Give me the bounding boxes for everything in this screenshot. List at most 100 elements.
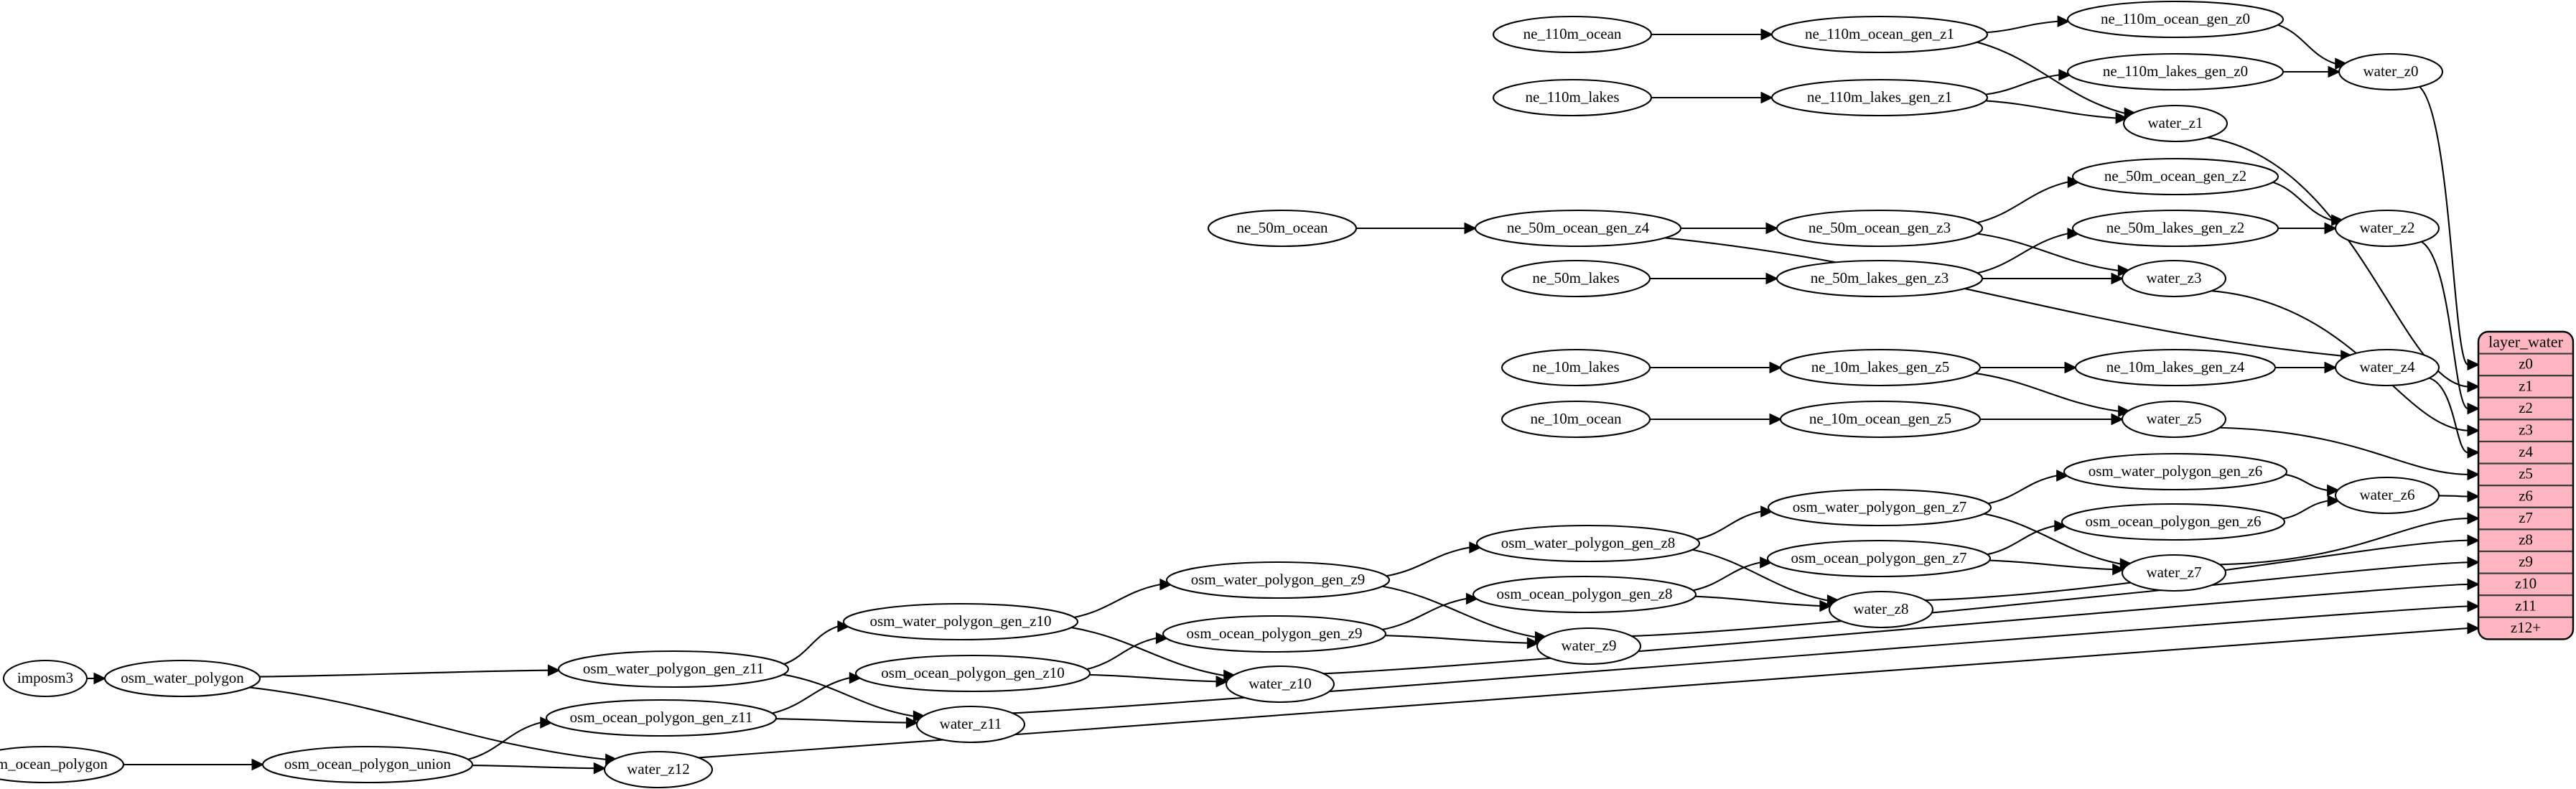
node-label-water_z9: water_z9 <box>1562 637 1617 654</box>
node-shape-water_z1 <box>2122 104 2229 143</box>
node-ne_50m_ocean_gen_z3[interactable]: ne_50m_ocean_gen_z3 <box>1775 209 1984 248</box>
node-osm_ocean_polygon_gen_z6[interactable]: osm_ocean_polygon_gen_z6 <box>2061 503 2286 541</box>
node-osm_ocean_polygon[interactable]: osm_ocean_polygon <box>0 745 125 784</box>
arrowhead-osm_ocean_polygon_gen_z7-to-water_z7 <box>2112 563 2125 576</box>
node-ne_110m_lakes_gen_z1[interactable]: ne_110m_lakes_gen_z1 <box>1770 78 1989 117</box>
node-shape-ne_110m_lakes_gen_z1 <box>1770 78 1989 117</box>
node-shape-water_z0 <box>2338 52 2444 91</box>
node-water_z8[interactable]: water_z8 <box>1828 590 1934 629</box>
arrowhead-water_z7-to-layer_water_z7 <box>2467 512 2481 525</box>
node-label-ne_50m_lakes: ne_50m_lakes <box>1532 269 1619 286</box>
arrowhead-osm_ocean_polygon_gen_z11-to-osm_ocean_polygon_gen_z10 <box>849 671 862 684</box>
node-label-imposm3: imposm3 <box>17 669 73 686</box>
node-water_z0[interactable]: water_z0 <box>2338 52 2444 91</box>
layer-table-row-z4[interactable] <box>2478 440 2573 464</box>
edge-water_z10-to-layer_water_z10 <box>1320 583 2468 675</box>
layer-table-row-z3[interactable] <box>2478 419 2573 443</box>
edge-water_z5-to-layer_water_z5 <box>2218 426 2468 475</box>
edge-osm_water_polygon_gen_z7-to-osm_water_polygon_gen_z6 <box>1987 475 2057 505</box>
node-osm_water_polygon_gen_z8[interactable]: osm_water_polygon_gen_z8 <box>1475 524 1701 563</box>
arrowhead-osm_water_polygon-to-osm_water_polygon_gen_z11 <box>547 664 561 676</box>
arrowhead-osm_water_polygon_gen_z9-to-osm_water_polygon_gen_z8 <box>1469 541 1483 554</box>
edge-osm_water_polygon_gen_z10-to-osm_water_polygon_gen_z9 <box>1073 584 1161 619</box>
node-ne_10m_lakes_gen_z5[interactable]: ne_10m_lakes_gen_z5 <box>1779 348 1982 387</box>
node-ne_50m_ocean_gen_z2[interactable]: ne_50m_ocean_gen_z2 <box>2071 157 2279 196</box>
arrowhead-osm_ocean_polygon-to-osm_ocean_polygon_union <box>251 758 265 771</box>
node-osm_ocean_polygon_gen_z7[interactable]: osm_ocean_polygon_gen_z7 <box>1766 539 1992 578</box>
node-water_z12[interactable]: water_z12 <box>603 750 714 789</box>
edge-ne_50m_ocean_gen_z3-to-ne_50m_ocean_gen_z2 <box>1976 181 2068 224</box>
node-ne_10m_lakes_gen_z4[interactable]: ne_10m_lakes_gen_z4 <box>2074 348 2277 387</box>
node-water_z11[interactable]: water_z11 <box>915 705 1026 744</box>
node-ne_50m_ocean_gen_z4[interactable]: ne_50m_ocean_gen_z4 <box>1474 209 1682 248</box>
node-osm_ocean_polygon_gen_z8[interactable]: osm_ocean_polygon_gen_z8 <box>1472 575 1697 614</box>
node-label-ne_10m_ocean_gen_z5: ne_10m_ocean_gen_z5 <box>1809 410 1951 427</box>
node-water_z9[interactable]: water_z9 <box>1536 627 1642 666</box>
node-osm_ocean_polygon_gen_z11[interactable]: osm_ocean_polygon_gen_z11 <box>545 699 778 737</box>
node-shape-osm_water_polygon_gen_z10 <box>842 602 1079 641</box>
node-shape-ne_110m_ocean_gen_z1 <box>1770 15 1989 54</box>
node-ne_110m_ocean_gen_z1[interactable]: ne_110m_ocean_gen_z1 <box>1770 15 1989 54</box>
node-water_z5[interactable]: water_z5 <box>2121 400 2227 439</box>
node-ne_50m_lakes[interactable]: ne_50m_lakes <box>1501 259 1651 298</box>
arrowhead-water_z10-to-layer_water_z10 <box>2467 578 2481 591</box>
node-water_z3[interactable]: water_z3 <box>2121 259 2227 298</box>
arrowhead-ne_50m_lakes_gen_z2-to-water_z2 <box>2324 222 2338 235</box>
node-label-osm_water_polygon: osm_water_polygon <box>121 669 244 686</box>
arrowhead-osm_ocean_polygon_gen_z9-to-water_z9 <box>1526 637 1540 649</box>
node-shape-water_z10 <box>1225 665 1335 704</box>
node-label-ne_50m_lakes_gen_z3: ne_50m_lakes_gen_z3 <box>1811 269 1949 286</box>
node-ne_10m_lakes[interactable]: ne_10m_lakes <box>1501 348 1651 387</box>
node-label-osm_ocean_polygon_gen_z11: osm_ocean_polygon_gen_z11 <box>570 709 753 726</box>
edge-osm_water_polygon_gen_z8-to-osm_water_polygon_gen_z7 <box>1696 510 1761 541</box>
node-water_z10[interactable]: water_z10 <box>1225 665 1335 704</box>
layer-table-row-z2[interactable] <box>2478 396 2573 421</box>
node-ne_10m_ocean[interactable]: ne_10m_ocean <box>1501 400 1651 439</box>
node-label-ne_50m_ocean: ne_50m_ocean <box>1236 219 1328 236</box>
node-label-osm_ocean_polygon_union: osm_ocean_polygon_union <box>284 755 452 772</box>
arrowhead-water_z2-to-layer_water_z2 <box>2467 402 2481 415</box>
arrowhead-osm_ocean_polygon_gen_z8-to-water_z8 <box>1819 599 1833 612</box>
layer-table-row-z11[interactable] <box>2478 594 2573 618</box>
layer-table-row-z9[interactable] <box>2478 550 2573 574</box>
layer-table-row-label-z7: z7 <box>2519 509 2533 526</box>
node-label-water_z3: water_z3 <box>2147 269 2202 286</box>
node-label-osm_ocean_polygon_gen_z7: osm_ocean_polygon_gen_z7 <box>1791 549 1967 566</box>
node-ne_110m_lakes[interactable]: ne_110m_lakes <box>1492 78 1653 117</box>
node-ne_110m_ocean_gen_z0[interactable]: ne_110m_ocean_gen_z0 <box>2066 0 2285 39</box>
node-ne_110m_lakes_gen_z0[interactable]: ne_110m_lakes_gen_z0 <box>2066 52 2285 91</box>
node-water_z6[interactable]: water_z6 <box>2334 476 2440 515</box>
node-osm_water_polygon_gen_z7[interactable]: osm_water_polygon_gen_z7 <box>1767 488 1992 527</box>
edge-osm_ocean_polygon_gen_z11-to-osm_ocean_polygon_gen_z10 <box>771 677 850 714</box>
node-shape-osm_ocean_polygon_gen_z11 <box>545 699 778 737</box>
arrowhead-osm_ocean_polygon_gen_z7-to-osm_ocean_polygon_gen_z6 <box>2054 520 2068 532</box>
node-osm_water_polygon_gen_z6[interactable]: osm_water_polygon_gen_z6 <box>2063 452 2288 491</box>
node-ne_110m_ocean[interactable]: ne_110m_ocean <box>1492 15 1653 54</box>
node-shape-water_z2 <box>2334 209 2440 248</box>
node-osm_ocean_polygon_gen_z9[interactable]: osm_ocean_polygon_gen_z9 <box>1162 615 1387 653</box>
arrowhead-water_z9-to-layer_water_z9 <box>2467 556 2481 569</box>
node-label-osm_ocean_polygon_gen_z9: osm_ocean_polygon_gen_z9 <box>1187 625 1363 642</box>
node-water_z1[interactable]: water_z1 <box>2122 104 2229 143</box>
node-water_z4[interactable]: water_z4 <box>2334 348 2440 387</box>
node-water_z7[interactable]: water_z7 <box>2121 554 2227 592</box>
arrowhead-ne_10m_lakes_gen_z4-to-water_z4 <box>2324 361 2338 374</box>
node-osm_ocean_polygon_union[interactable]: osm_ocean_polygon_union <box>261 745 474 784</box>
node-osm_water_polygon_gen_z11[interactable]: osm_water_polygon_gen_z11 <box>557 650 790 688</box>
node-ne_10m_ocean_gen_z5[interactable]: ne_10m_ocean_gen_z5 <box>1779 400 1982 439</box>
node-shape-ne_10m_lakes_gen_z5 <box>1779 348 1982 387</box>
edge-osm_water_polygon_gen_z9-to-osm_water_polygon_gen_z8 <box>1385 546 1470 577</box>
node-water_z2[interactable]: water_z2 <box>2334 209 2440 248</box>
arrowhead-ne_50m_ocean_gen_z4-to-ne_50m_ocean_gen_z3 <box>1765 222 1779 235</box>
layer-table-row-label-z5: z5 <box>2519 465 2533 482</box>
node-imposm3[interactable]: imposm3 <box>2 659 88 698</box>
node-osm_ocean_polygon_gen_z10[interactable]: osm_ocean_polygon_gen_z10 <box>854 654 1091 693</box>
node-osm_water_polygon[interactable]: osm_water_polygon <box>103 659 261 698</box>
node-osm_water_polygon_gen_z9[interactable]: osm_water_polygon_gen_z9 <box>1165 561 1391 599</box>
edge-osm_ocean_polygon_gen_z8-to-osm_ocean_polygon_gen_z7 <box>1692 561 1760 592</box>
node-ne_50m_lakes_gen_z2[interactable]: ne_50m_lakes_gen_z2 <box>2071 209 2279 248</box>
node-ne_50m_lakes_gen_z3[interactable]: ne_50m_lakes_gen_z3 <box>1775 259 1984 298</box>
node-ne_50m_ocean[interactable]: ne_50m_ocean <box>1207 209 1358 248</box>
node-osm_water_polygon_gen_z10[interactable]: osm_water_polygon_gen_z10 <box>842 602 1079 641</box>
edge-osm_ocean_polygon_gen_z11-to-water_z11 <box>775 718 907 724</box>
